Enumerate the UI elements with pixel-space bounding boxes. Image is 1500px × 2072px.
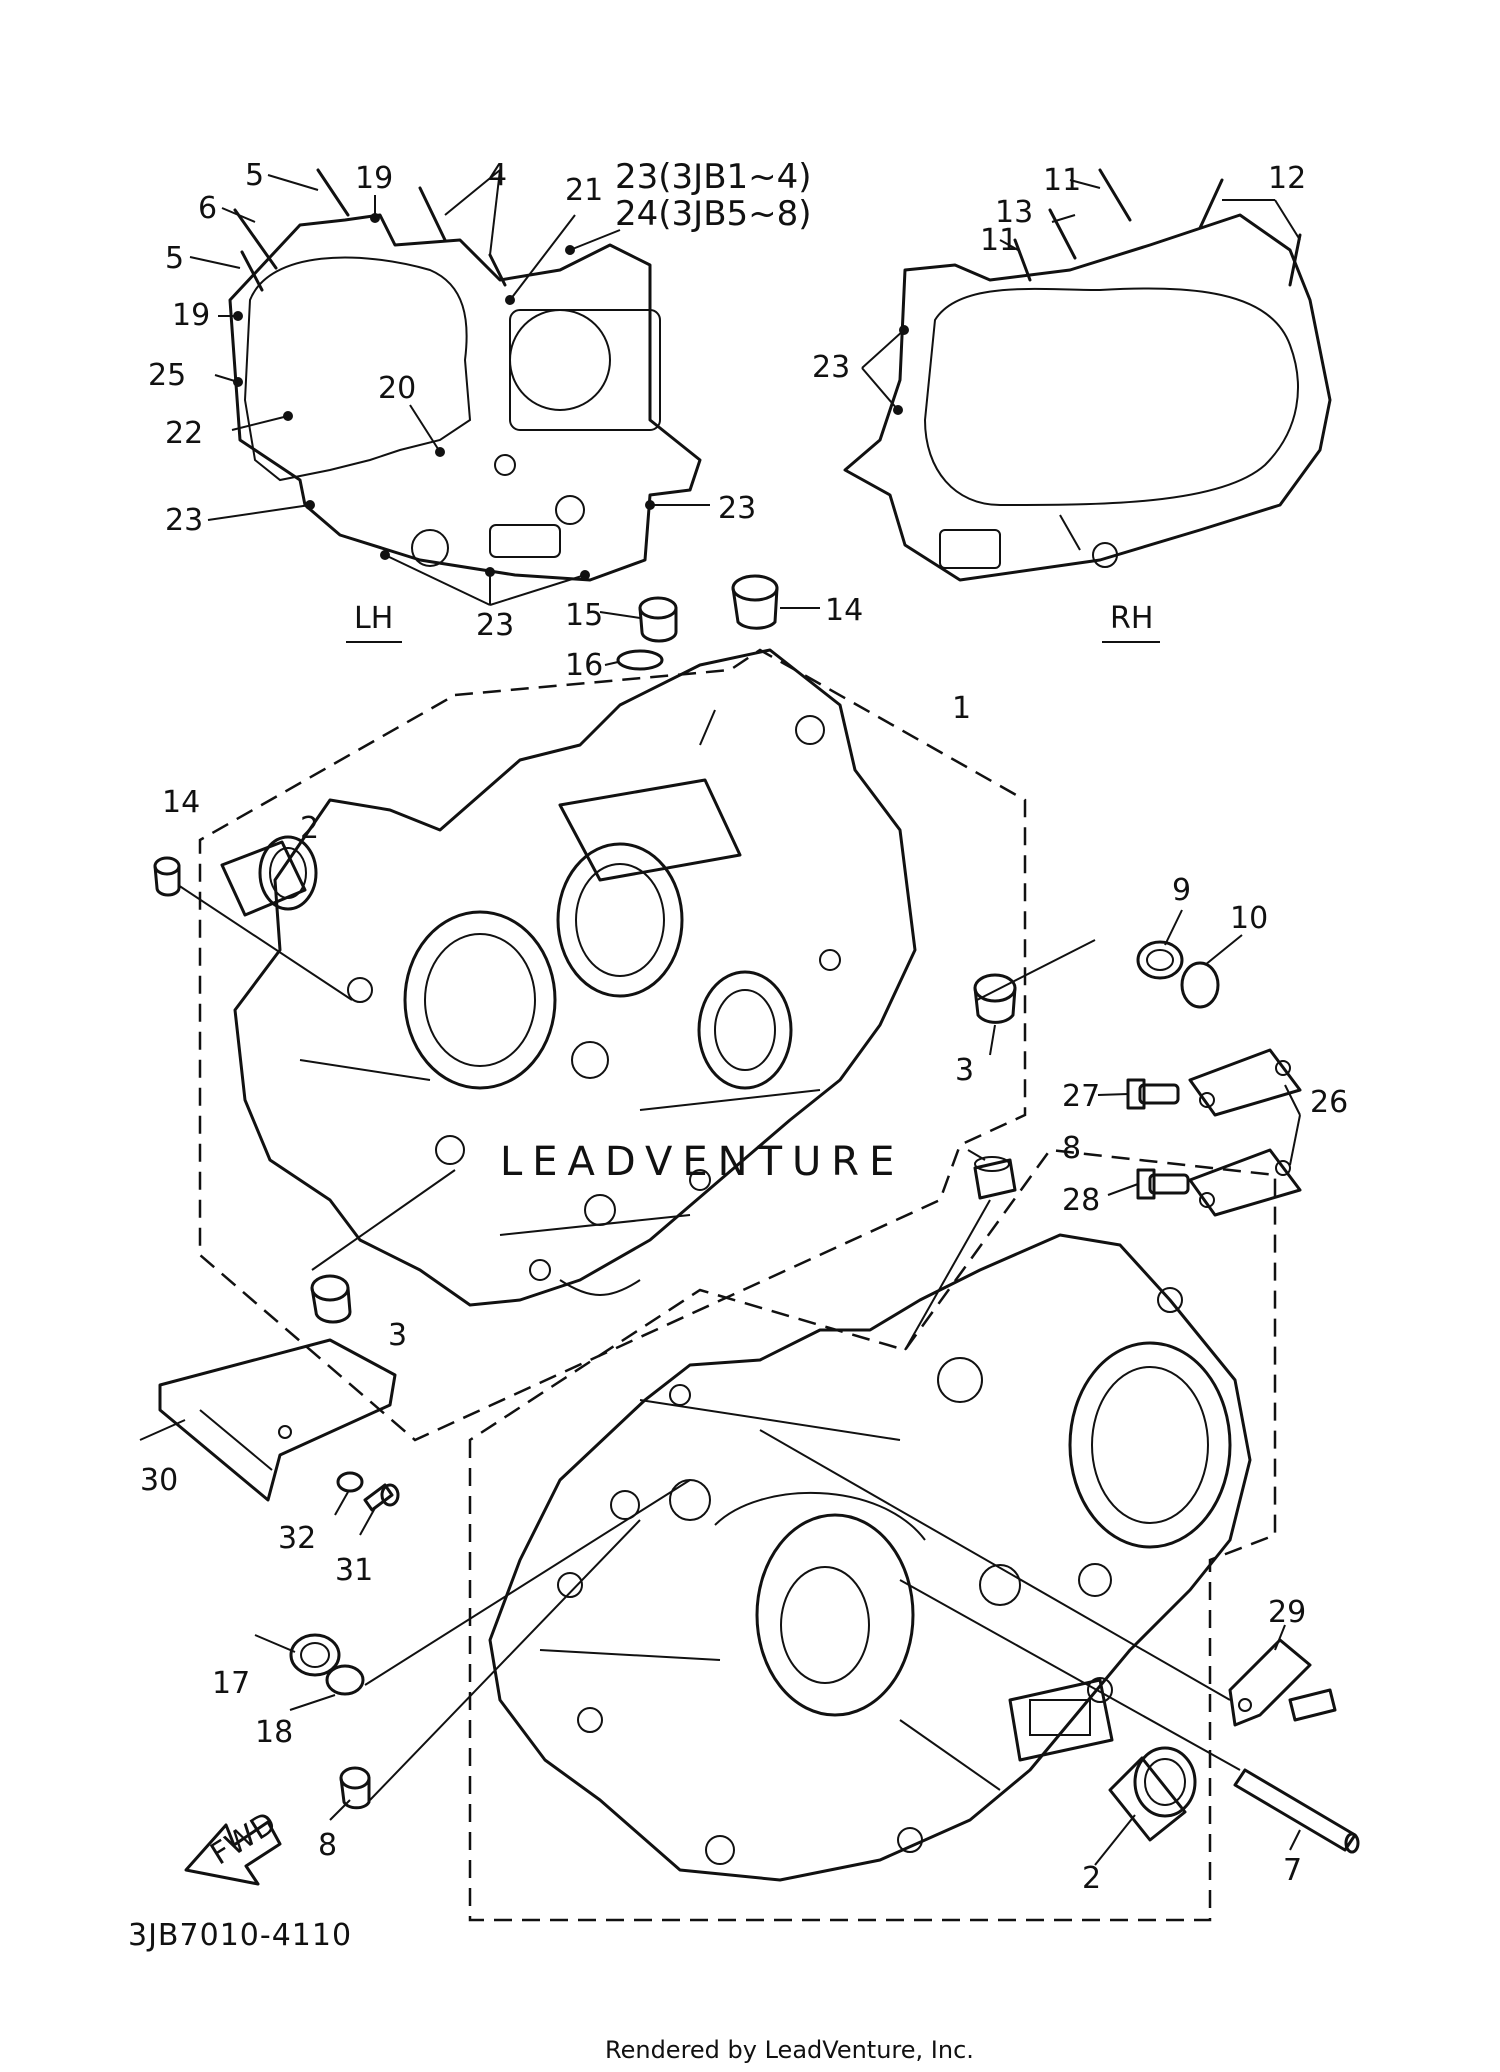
lower-crankcase	[468, 1148, 1277, 1922]
oil-seal-2-upper	[220, 835, 318, 917]
rh-case-outline	[843, 213, 1332, 582]
view-label-rh: RH	[1102, 601, 1160, 643]
rh-gasket	[923, 287, 1299, 507]
clamp-29	[1228, 1638, 1337, 1727]
lh-studs	[233, 168, 507, 292]
dowel-8-lower	[339, 1766, 371, 1810]
callout-14-left: 14	[162, 785, 200, 820]
oring-16	[604, 649, 664, 671]
svg-text:LH: LH	[354, 601, 393, 636]
callout-15: 15	[565, 598, 603, 633]
rh-view	[843, 168, 1332, 582]
footer-credit: Rendered by LeadVenture, Inc.	[605, 2036, 974, 2064]
callout-2-lower: 2	[1082, 1861, 1101, 1896]
rh-leaders	[861, 179, 1301, 411]
callout-14-top: 14	[825, 593, 863, 628]
callout-25: 25	[148, 358, 186, 393]
callout-17: 17	[212, 1666, 250, 1701]
callout-8-lower: 8	[318, 1828, 337, 1863]
callout-32: 32	[278, 1521, 316, 1556]
upper-case-body	[233, 648, 917, 1307]
stud-7	[1233, 1768, 1360, 1854]
bracket-26-lower	[1188, 1148, 1302, 1217]
callout-11b: 11	[980, 223, 1018, 258]
dowel-3-left	[310, 1169, 456, 1324]
bolt-27	[1126, 1078, 1180, 1110]
view-label-lh: LH	[346, 601, 402, 643]
bolt-28	[1136, 1168, 1190, 1200]
callout-5a: 5	[245, 158, 264, 193]
watermark: LEADVENTURE	[500, 1139, 904, 1185]
callout-28: 28	[1062, 1183, 1100, 1218]
callout-8-upper: 8	[1062, 1131, 1081, 1166]
callout-26: 26	[1310, 1085, 1348, 1120]
callout-3-right: 3	[955, 1053, 974, 1088]
upper-crankcase	[198, 648, 1027, 1442]
callout-5b: 5	[165, 241, 184, 276]
callout-18: 18	[255, 1715, 293, 1750]
callout-20: 20	[378, 371, 416, 406]
seal-2-lower	[1108, 1746, 1197, 1842]
callout-1: 1	[952, 691, 971, 726]
cover-30	[158, 1338, 397, 1502]
callout-10: 10	[1230, 901, 1268, 936]
callout-23-rh: 23	[812, 350, 850, 385]
dowel-8-upper	[904, 1156, 1017, 1351]
callout-12: 12	[1268, 161, 1306, 196]
callout-6: 6	[198, 191, 217, 226]
dowel-3-right	[973, 939, 1096, 1024]
callout-4: 4	[488, 158, 507, 193]
svg-text:RH: RH	[1110, 601, 1153, 636]
washer-32	[336, 1471, 364, 1493]
lower-leaders	[139, 1419, 1301, 1866]
callout-31: 31	[335, 1553, 373, 1588]
dowel-15	[599, 596, 678, 643]
callout-27: 27	[1062, 1079, 1100, 1114]
lh-case-outline	[228, 213, 702, 582]
collar-17	[289, 1633, 341, 1677]
bolt-31	[363, 1483, 400, 1512]
callout-2-upper: 2	[300, 811, 319, 846]
dowel-14-top	[731, 574, 820, 630]
fwd-arrow: FWD	[184, 1805, 283, 1886]
collar-9	[1136, 940, 1184, 980]
svg-text:FWD: FWD	[205, 1805, 283, 1872]
callout-23-bottom: 23	[476, 608, 514, 643]
callout-leaders-right	[699, 709, 1301, 1196]
oring-10	[1180, 961, 1220, 1009]
callout-29: 29	[1268, 1595, 1306, 1630]
diagram-code: 3JB7010-4110	[128, 1918, 352, 1953]
note-23-models: 23(3JB1~4)	[615, 157, 812, 197]
callouts: 1 2 2 3 3 4 5 5 6 7 8 8 9 10 11 11 12 13…	[140, 157, 1348, 1896]
note-24-models: 24(3JB5~8)	[615, 194, 812, 234]
callout-19a: 19	[355, 161, 393, 196]
callout-19b: 19	[172, 298, 210, 333]
callout-11a: 11	[1043, 163, 1081, 198]
oring-18	[325, 1664, 365, 1696]
lh-leaders	[189, 169, 710, 606]
callout-21: 21	[565, 173, 603, 208]
callout-3-left: 3	[388, 1318, 407, 1353]
lh-sealant-points	[233, 213, 655, 580]
callout-13: 13	[995, 195, 1033, 230]
group-lower-boundary	[468, 1148, 1277, 1922]
callout-9: 9	[1172, 873, 1191, 908]
bracket-26-upper	[1188, 1048, 1302, 1117]
callout-22: 22	[165, 416, 203, 451]
callout-23-left: 23	[165, 503, 203, 538]
rh-studs	[1013, 168, 1302, 287]
callout-16: 16	[565, 648, 603, 683]
dowel-14-left	[153, 856, 353, 1001]
callout-23-right: 23	[718, 491, 756, 526]
lh-view	[189, 168, 710, 606]
callout-30: 30	[140, 1463, 178, 1498]
callout-7: 7	[1283, 1853, 1302, 1888]
group-1-boundary	[198, 648, 1027, 1442]
lower-case-body	[488, 1233, 1252, 1882]
lh-gasket	[243, 256, 472, 482]
